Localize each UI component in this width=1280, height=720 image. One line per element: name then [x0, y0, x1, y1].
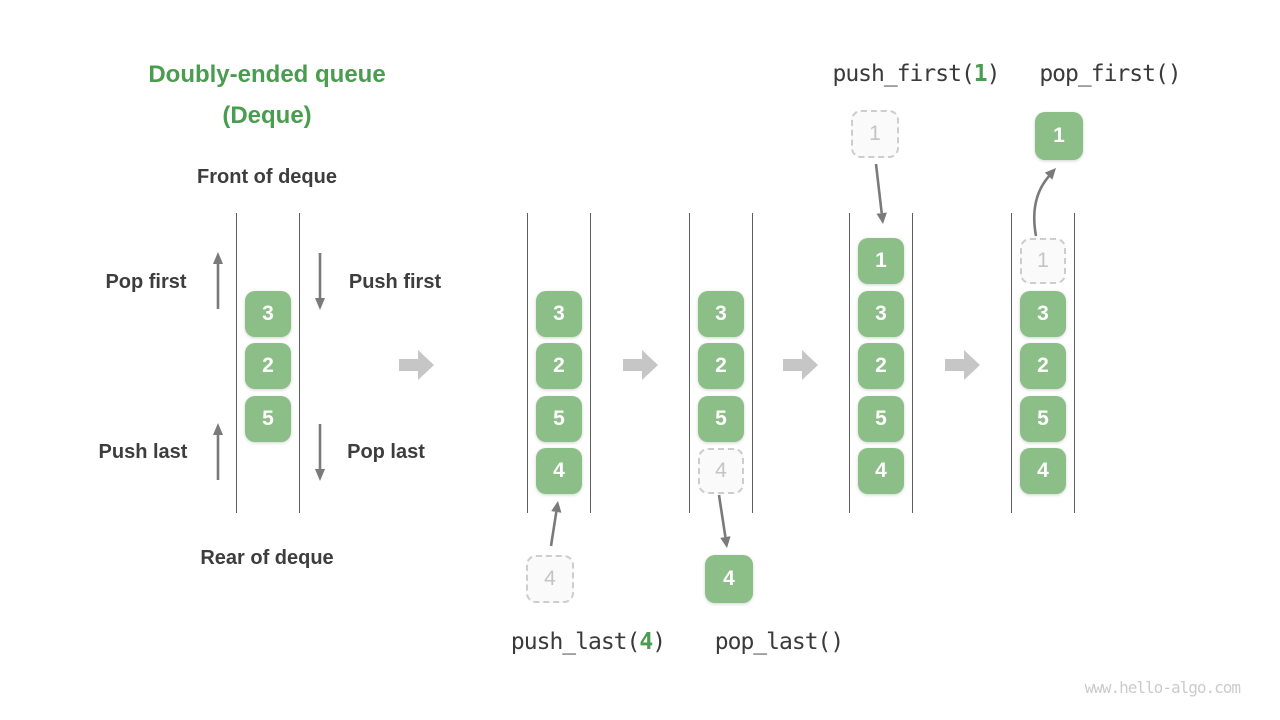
deque-state-pop-last: 3 2 5 4	[689, 213, 753, 513]
queue-cell: 3	[858, 291, 904, 337]
push-first-connector-arrow-icon	[874, 163, 887, 224]
queue-cell: 4	[858, 448, 904, 494]
queue-cell: 2	[245, 343, 291, 389]
push-first-down-arrow-icon	[315, 253, 325, 310]
queue-cell-ghost: 1	[1020, 238, 1066, 284]
push-last-operation-label: push_last(4)	[510, 629, 666, 655]
pop-last-label: Pop last	[347, 441, 425, 463]
deque-state-push-first: 1 3 2 5 4	[849, 213, 913, 513]
queue-rail	[689, 213, 690, 513]
queue-rail	[236, 213, 237, 513]
queue-cell: 2	[536, 343, 582, 389]
transition-arrow-icon	[945, 350, 980, 380]
queue-rail	[590, 213, 591, 513]
incoming-value-box: 4	[526, 555, 574, 603]
push-first-operation-label: push_first(1)	[832, 61, 1001, 87]
queue-cell: 4	[536, 448, 582, 494]
pop-first-operation-label: pop_first()	[1039, 61, 1181, 87]
queue-cell: 5	[698, 396, 744, 442]
queue-cell: 3	[698, 291, 744, 337]
diagram-title: Doubly-ended queue (Deque)	[148, 54, 385, 136]
queue-cell: 5	[1020, 396, 1066, 442]
push-last-label: Push last	[98, 441, 188, 463]
queue-cell: 2	[1020, 343, 1066, 389]
queue-cell: 1	[858, 238, 904, 284]
queue-cell: 3	[245, 291, 291, 337]
removed-value-box: 4	[705, 555, 753, 603]
queue-rail	[1074, 213, 1075, 513]
op-arg: 4	[639, 629, 653, 655]
deque-state-push-last: 3 2 5 4	[527, 213, 591, 513]
watermark: www.hello-algo.com	[1084, 678, 1241, 697]
pop-first-connector-arrow-icon	[1032, 168, 1056, 237]
queue-cell: 5	[245, 396, 291, 442]
queue-cell: 2	[698, 343, 744, 389]
front-of-deque-label: Front of deque	[197, 166, 337, 188]
pop-last-connector-arrow-icon	[717, 494, 731, 548]
pop-last-down-arrow-icon	[315, 424, 325, 481]
queue-rail	[1011, 213, 1012, 513]
queue-cell: 3	[536, 291, 582, 337]
queue-rail	[299, 213, 300, 513]
queue-rail	[849, 213, 850, 513]
queue-cell: 5	[858, 396, 904, 442]
rear-of-deque-label: Rear of deque	[200, 547, 334, 569]
push-last-up-arrow-icon	[213, 423, 223, 480]
op-text: push_last(	[510, 629, 640, 655]
queue-cell: 4	[1020, 448, 1066, 494]
queue-cell: 3	[1020, 291, 1066, 337]
queue-rail	[912, 213, 913, 513]
queue-cell-ghost: 4	[698, 448, 744, 494]
removed-value-box: 1	[1035, 112, 1083, 160]
op-text: push_first(	[832, 61, 974, 87]
deque-state-pop-first: 1 3 2 5 4	[1011, 213, 1075, 513]
queue-rail	[752, 213, 753, 513]
pop-first-up-arrow-icon	[213, 252, 223, 309]
transition-arrow-icon	[783, 350, 818, 380]
pop-first-label: Pop first	[105, 271, 187, 293]
push-first-label: Push first	[348, 271, 442, 293]
pop-last-operation-label: pop_last()	[714, 629, 844, 655]
incoming-value-box: 1	[851, 110, 899, 158]
transition-arrow-icon	[399, 350, 434, 380]
title-line-1: Doubly-ended queue	[148, 61, 386, 88]
transition-arrow-icon	[623, 350, 658, 380]
op-text: )	[986, 61, 1001, 87]
queue-cell: 5	[536, 396, 582, 442]
queue-cell: 2	[858, 343, 904, 389]
op-text: )	[652, 629, 666, 655]
title-line-2: (Deque)	[222, 102, 312, 129]
deque-legend: 3 2 5	[236, 213, 300, 513]
queue-rail	[527, 213, 528, 513]
op-arg: 1	[973, 61, 988, 87]
push-last-connector-arrow-icon	[549, 501, 562, 547]
